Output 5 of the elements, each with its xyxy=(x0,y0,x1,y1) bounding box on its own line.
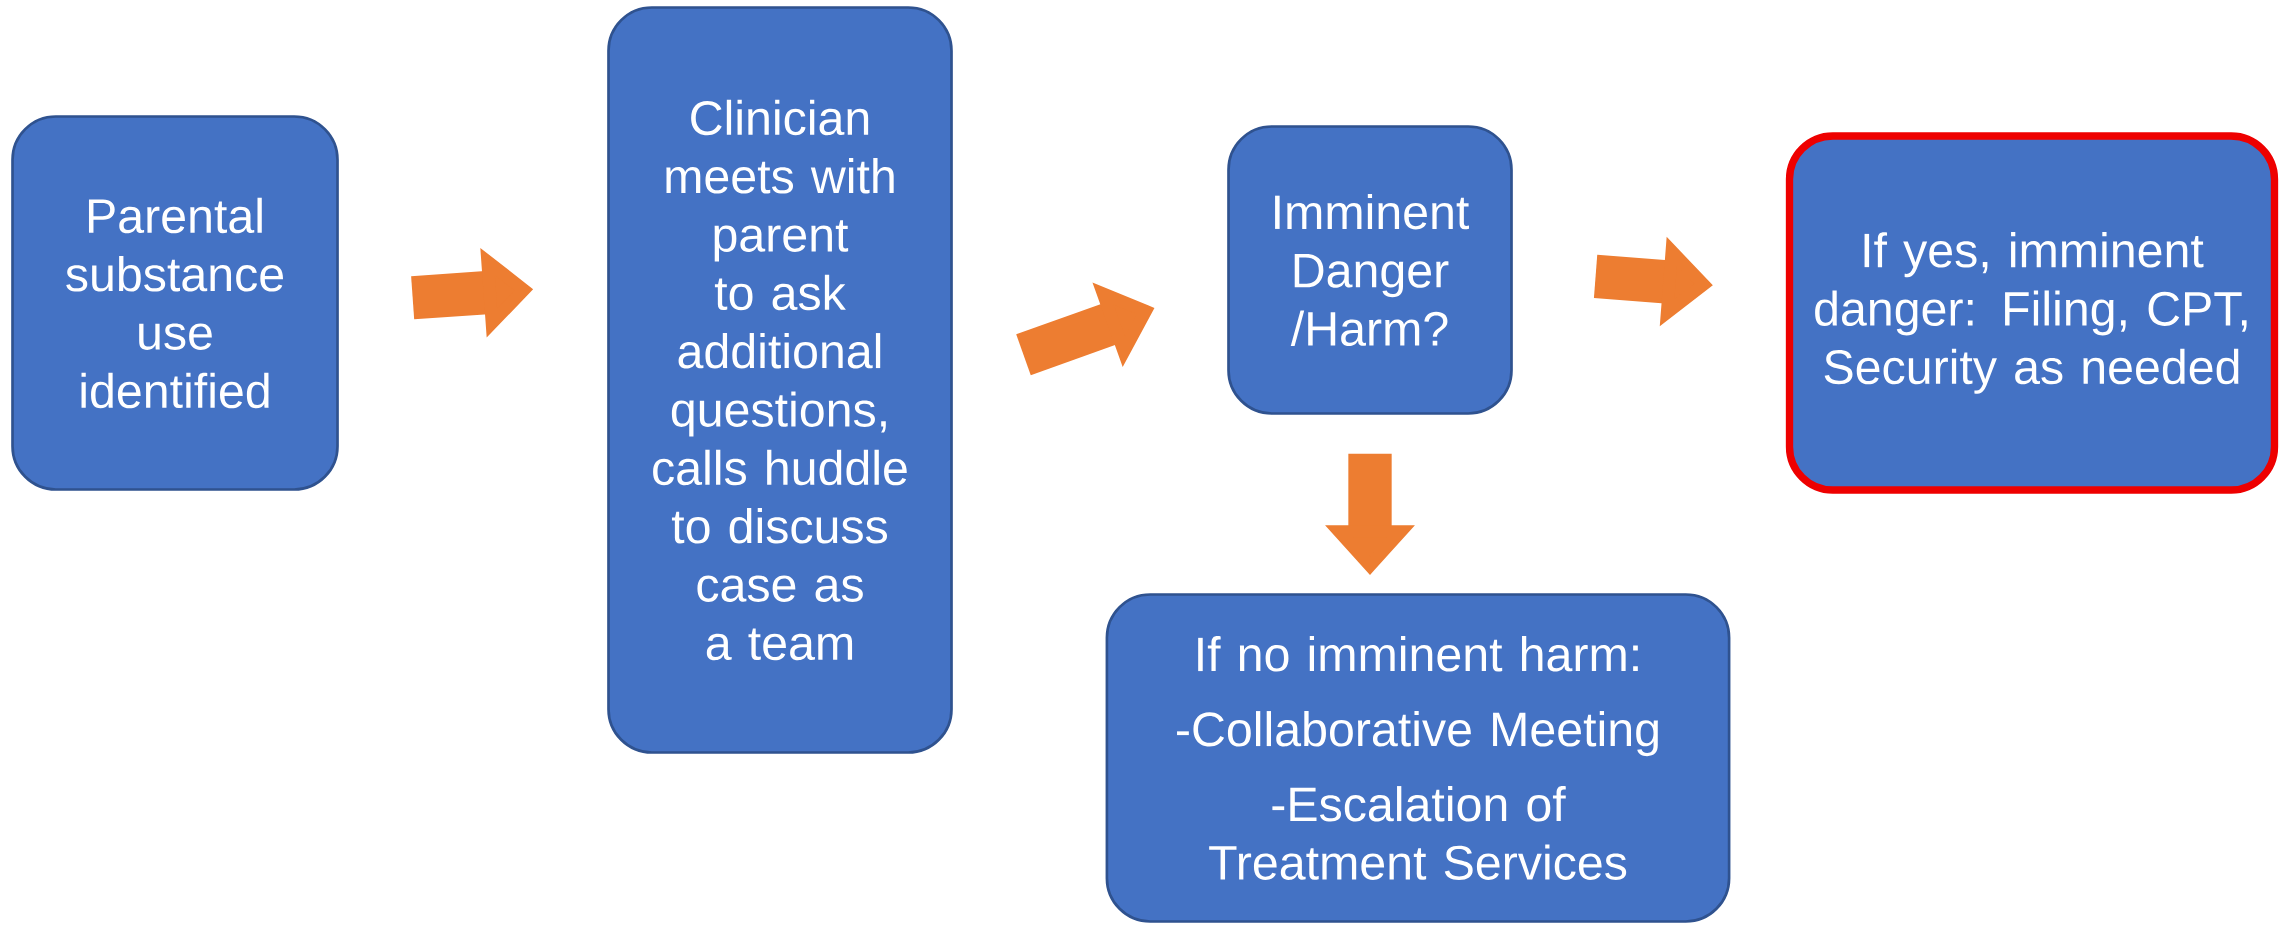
process-box: If no imminent harm: -Collaborative Meeting -Escalation of Treatment Services xyxy=(1105,593,1731,923)
process-box: Parental substance use identified xyxy=(11,115,339,491)
process-box: Clinician meets with parent to ask additional questions, calls huddle to discuss case as a team xyxy=(607,6,953,754)
process-box: If yes, imminent danger: Filing, CPT, Security as needed xyxy=(1785,132,2279,494)
decision-box: Imminent Danger /Harm? xyxy=(1227,125,1513,415)
